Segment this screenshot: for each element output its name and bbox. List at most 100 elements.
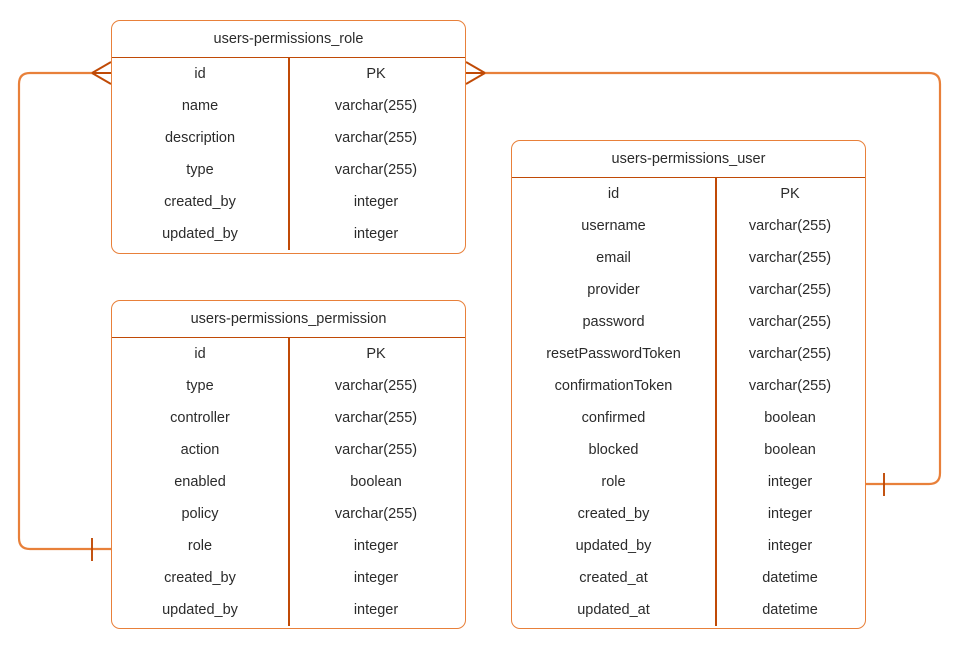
attribute-name: created_at xyxy=(579,570,648,586)
attribute-name: resetPasswordToken xyxy=(546,346,681,362)
attribute-name: created_by xyxy=(164,570,236,586)
attribute-row: updated_at datetime xyxy=(512,594,865,626)
attribute-row: created_by integer xyxy=(112,186,465,218)
attribute-type: integer xyxy=(767,474,813,490)
attribute-row: confirmationToken varchar(255) xyxy=(512,370,865,402)
attribute-type: PK xyxy=(366,66,386,82)
column-divider xyxy=(288,338,290,626)
entity-title-permission: users-permissions_permission xyxy=(112,301,465,338)
attribute-name: blocked xyxy=(588,442,639,458)
attribute-row: username varchar(255) xyxy=(512,210,865,242)
attribute-type: boolean xyxy=(764,410,816,426)
attribute-type: varchar(255) xyxy=(334,410,418,426)
attribute-type: varchar(255) xyxy=(748,378,832,394)
attribute-type: varchar(255) xyxy=(334,442,418,458)
attribute-row: confirmed boolean xyxy=(512,402,865,434)
relationship-permission-role xyxy=(17,61,112,561)
attribute-type: varchar(255) xyxy=(334,378,418,394)
attribute-type: varchar(255) xyxy=(748,218,832,234)
crowsfoot-many-role-left xyxy=(91,61,112,85)
attribute-type: integer xyxy=(353,570,399,586)
attribute-row: role integer xyxy=(512,466,865,498)
attribute-type: boolean xyxy=(350,474,402,490)
attribute-type: varchar(255) xyxy=(748,282,832,298)
attribute-name: updated_by xyxy=(162,226,238,242)
attribute-name: provider xyxy=(587,282,640,298)
attribute-row: id PK xyxy=(112,338,465,370)
attribute-type: varchar(255) xyxy=(748,250,832,266)
attribute-name: action xyxy=(180,442,220,458)
attribute-type: varchar(255) xyxy=(748,346,832,362)
attribute-row: updated_by integer xyxy=(112,594,465,626)
attribute-row: updated_by integer xyxy=(512,530,865,562)
attribute-name: description xyxy=(164,130,236,146)
attribute-type: PK xyxy=(366,346,386,362)
attribute-row: created_by integer xyxy=(112,562,465,594)
attribute-name: enabled xyxy=(174,474,226,490)
attribute-row: provider varchar(255) xyxy=(512,274,865,306)
entity-table-permission[interactable]: users-permissions_permission id PK type … xyxy=(111,300,466,629)
attribute-name: id xyxy=(194,346,206,362)
attribute-row: role integer xyxy=(112,530,465,562)
entity-body-user: id PK username varchar(255) email varcha… xyxy=(512,178,865,626)
crowsfoot-many-role-right xyxy=(465,61,486,85)
attribute-type: datetime xyxy=(762,602,818,618)
attribute-row: updated_by integer xyxy=(112,218,465,250)
attribute-name: updated_at xyxy=(577,602,650,618)
attribute-name: updated_by xyxy=(575,538,652,554)
attribute-row: name varchar(255) xyxy=(112,90,465,122)
attribute-row: action varchar(255) xyxy=(112,434,465,466)
attribute-name: name xyxy=(181,98,219,114)
relationship-permission-role-line xyxy=(17,71,111,551)
attribute-name: id xyxy=(194,66,206,82)
attribute-name: email xyxy=(596,250,631,266)
entity-title-role: users-permissions_role xyxy=(112,21,465,58)
column-divider xyxy=(288,58,290,250)
column-divider xyxy=(715,178,717,626)
attribute-type: integer xyxy=(767,506,813,522)
attribute-type: integer xyxy=(353,226,399,242)
attribute-name: confirmed xyxy=(581,410,646,426)
attribute-name: id xyxy=(607,186,620,202)
attribute-row: blocked boolean xyxy=(512,434,865,466)
attribute-row: id PK xyxy=(512,178,865,210)
attribute-row: password varchar(255) xyxy=(512,306,865,338)
attribute-type: varchar(255) xyxy=(334,506,418,522)
entity-body-role: id PK name varchar(255) description varc… xyxy=(112,58,465,250)
attribute-row: type varchar(255) xyxy=(112,154,465,186)
attribute-type: boolean xyxy=(764,442,816,458)
attribute-name: created_by xyxy=(577,506,650,522)
attribute-name: controller xyxy=(170,410,230,426)
attribute-row: controller varchar(255) xyxy=(112,402,465,434)
attribute-type: varchar(255) xyxy=(748,314,832,330)
attribute-type: PK xyxy=(780,186,800,202)
attribute-type: datetime xyxy=(762,570,818,586)
attribute-row: id PK xyxy=(112,58,465,90)
attribute-type: integer xyxy=(353,194,399,210)
attribute-row: policy varchar(255) xyxy=(112,498,465,530)
attribute-row: email varchar(255) xyxy=(512,242,865,274)
attribute-name: created_by xyxy=(164,194,236,210)
attribute-row: created_at datetime xyxy=(512,562,865,594)
attribute-name: confirmationToken xyxy=(554,378,673,394)
entity-table-user[interactable]: users-permissions_user id PK username va… xyxy=(511,140,866,629)
attribute-row: description varchar(255) xyxy=(112,122,465,154)
attribute-type: varchar(255) xyxy=(334,162,418,178)
entity-table-role[interactable]: users-permissions_role id PK name varcha… xyxy=(111,20,466,254)
attribute-row: resetPasswordToken varchar(255) xyxy=(512,338,865,370)
attribute-row: type varchar(255) xyxy=(112,370,465,402)
attribute-name: policy xyxy=(181,506,219,522)
attribute-name: updated_by xyxy=(162,602,238,618)
attribute-name: type xyxy=(186,378,214,394)
attribute-row: created_by integer xyxy=(512,498,865,530)
attribute-type: varchar(255) xyxy=(334,98,418,114)
entity-body-permission: id PK type varchar(255) controller varch… xyxy=(112,338,465,626)
attribute-name: role xyxy=(187,538,213,554)
attribute-name: password xyxy=(582,314,645,330)
attribute-type: integer xyxy=(353,538,399,554)
entity-title-user: users-permissions_user xyxy=(512,141,865,178)
attribute-type: varchar(255) xyxy=(334,130,418,146)
attribute-name: type xyxy=(186,162,214,178)
attribute-type: integer xyxy=(353,602,399,618)
